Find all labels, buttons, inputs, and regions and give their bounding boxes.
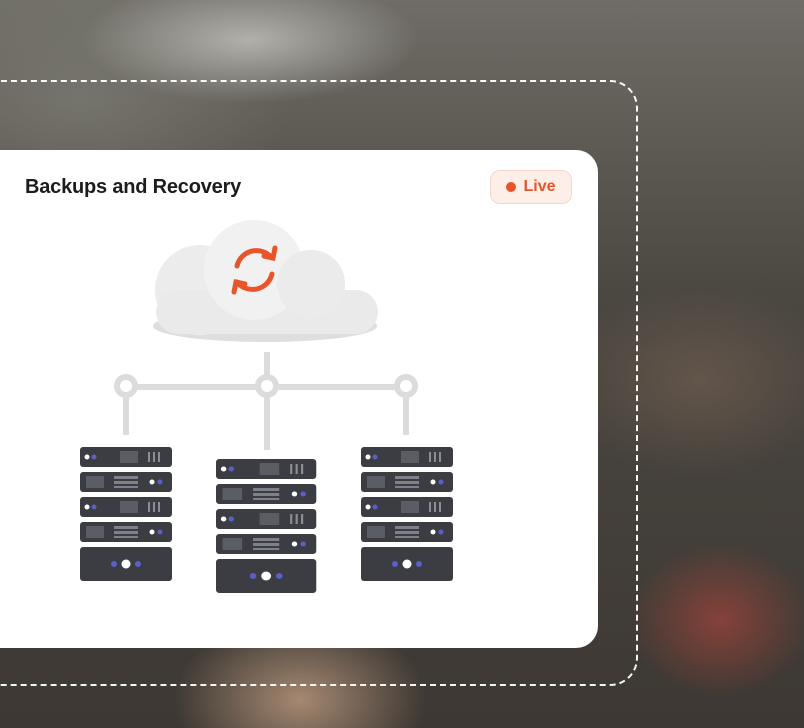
card-title: Backups and Recovery (25, 176, 242, 198)
cloud-icon (153, 220, 378, 342)
live-status-badge: Live (490, 170, 572, 204)
live-status-label: Live (523, 178, 556, 195)
server-rack-right (361, 447, 453, 581)
dashed-frame (0, 80, 638, 686)
live-dot-icon (506, 182, 517, 192)
network-connectors (114, 352, 418, 450)
backups-card: Backups and Recovery Live (0, 150, 598, 648)
server-rack-center (216, 459, 317, 593)
sync-icon (231, 245, 278, 295)
server-rack-left (80, 447, 172, 581)
backup-illustration (80, 220, 453, 593)
